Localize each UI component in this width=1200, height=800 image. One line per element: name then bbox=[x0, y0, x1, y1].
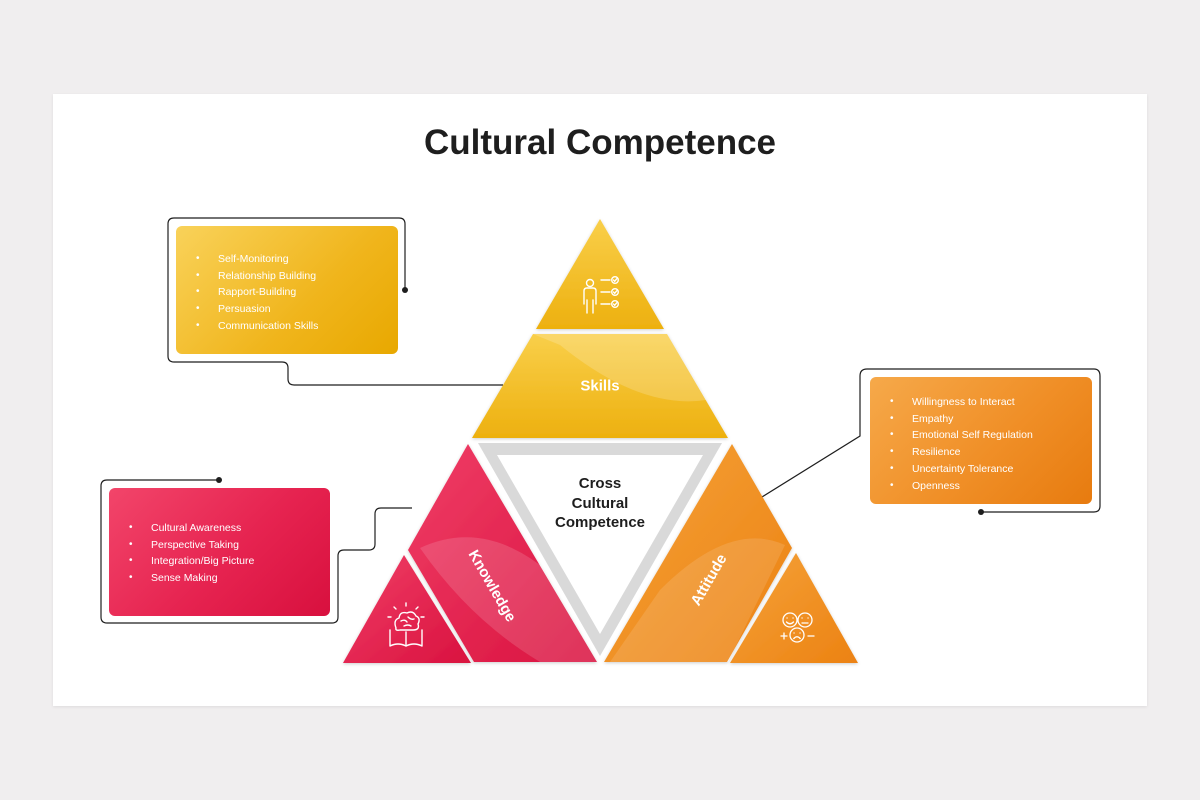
attitude-info-box: Willingness to Interact Empathy Emotiona… bbox=[870, 377, 1092, 504]
center-label-line: Cultural bbox=[571, 494, 629, 512]
skills-list: Self-Monitoring Relationship Building Ra… bbox=[176, 226, 398, 335]
list-item: Cultural Awareness bbox=[109, 520, 330, 537]
knowledge-segment bbox=[343, 444, 597, 663]
connector-dots bbox=[216, 287, 984, 515]
list-item: Sense Making bbox=[109, 570, 330, 587]
list-item: Persuasion bbox=[176, 301, 398, 318]
list-item: Resilience bbox=[870, 444, 1092, 461]
center-label-line: Cross bbox=[578, 475, 622, 492]
attitude-tip-triangle bbox=[730, 553, 858, 663]
brain-book-icon bbox=[387, 602, 425, 647]
emoji-faces-icon bbox=[780, 612, 815, 643]
skills-segment bbox=[472, 219, 728, 438]
list-item: Perspective Taking bbox=[109, 537, 330, 554]
list-item: Integration/Big Picture bbox=[109, 553, 330, 570]
center-label-line: Competence bbox=[554, 514, 646, 531]
knowledge-info-box: Cultural Awareness Perspective Taking In… bbox=[109, 488, 330, 616]
connector-lines bbox=[100, 217, 1101, 624]
person-checklist-icon bbox=[583, 276, 620, 314]
list-item: Willingness to Interact bbox=[870, 394, 1092, 411]
list-item: Uncertainty Tolerance bbox=[870, 461, 1092, 478]
connector-knowledge bbox=[100, 479, 412, 624]
list-item: Rapport-Building bbox=[176, 284, 398, 301]
skills-label: Skills bbox=[580, 377, 620, 395]
center-triangle bbox=[478, 443, 722, 656]
page-title: Cultural Competence bbox=[424, 123, 776, 162]
skills-info-box: Self-Monitoring Relationship Building Ra… bbox=[176, 226, 398, 354]
attitude-list: Willingness to Interact Empathy Emotiona… bbox=[870, 377, 1092, 494]
skills-tip-triangle bbox=[536, 219, 664, 329]
center-label: Cross Cultural Competence bbox=[530, 474, 670, 533]
list-item: Self-Monitoring bbox=[176, 251, 398, 268]
list-item: Relationship Building bbox=[176, 268, 398, 285]
list-item: Emotional Self Regulation bbox=[870, 427, 1092, 444]
list-item: Communication Skills bbox=[176, 318, 398, 335]
knowledge-list: Cultural Awareness Perspective Taking In… bbox=[109, 488, 330, 587]
connector-attitude bbox=[761, 368, 1101, 513]
list-item: Openness bbox=[870, 478, 1092, 495]
knowledge-tip-triangle bbox=[343, 555, 471, 663]
attitude-segment bbox=[604, 444, 858, 663]
connector-skills bbox=[167, 217, 503, 386]
list-item: Empathy bbox=[870, 411, 1092, 428]
